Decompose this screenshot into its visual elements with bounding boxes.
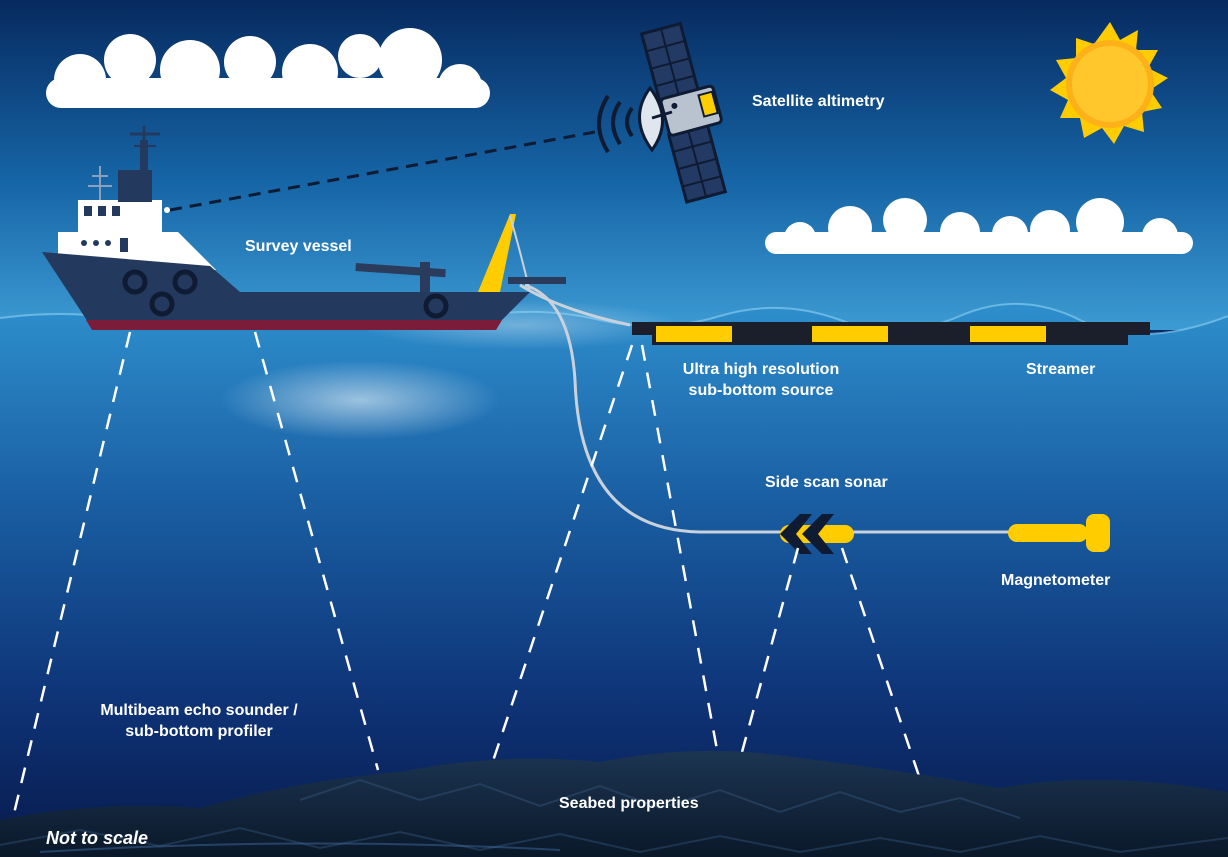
seabed	[0, 750, 1228, 857]
beam-lines	[8, 331, 924, 831]
sun-icon	[1050, 22, 1168, 144]
satellite-label: Satellite altimetry	[752, 93, 885, 110]
multibeam-label-line1: Multibeam echo sounder /	[100, 702, 298, 719]
cloud-icon	[765, 198, 1193, 254]
vessel-label: Survey vessel	[245, 238, 352, 255]
satellite-icon	[597, 21, 728, 204]
uhr-source-label: Ultra high resolution sub-bottom source	[650, 359, 872, 401]
multibeam-label: Multibeam echo sounder / sub-bottom prof…	[80, 700, 318, 742]
scale-note: Not to scale	[46, 828, 149, 848]
magnetometer-icon	[1008, 514, 1110, 552]
streamer-icon	[632, 322, 1150, 345]
vessel-icon	[42, 126, 566, 330]
sonar-tow-cable	[524, 283, 1010, 534]
multibeam-label-line2: sub-bottom profiler	[125, 723, 273, 740]
sea	[0, 303, 1228, 857]
seabed-label: Seabed properties	[559, 795, 699, 812]
sonar-icon	[780, 514, 854, 554]
uhr-source-label-line2: sub-bottom source	[688, 382, 834, 399]
cloud-icon	[46, 28, 490, 108]
light-glow	[220, 360, 500, 440]
magnetometer-label: Magnetometer	[1001, 572, 1111, 589]
uhr-source-label-line1: Ultra high resolution	[682, 361, 840, 378]
streamer-label: Streamer	[1026, 361, 1096, 378]
satellite-link-line	[169, 130, 596, 212]
side-scan-label: Side scan sonar	[765, 474, 888, 491]
